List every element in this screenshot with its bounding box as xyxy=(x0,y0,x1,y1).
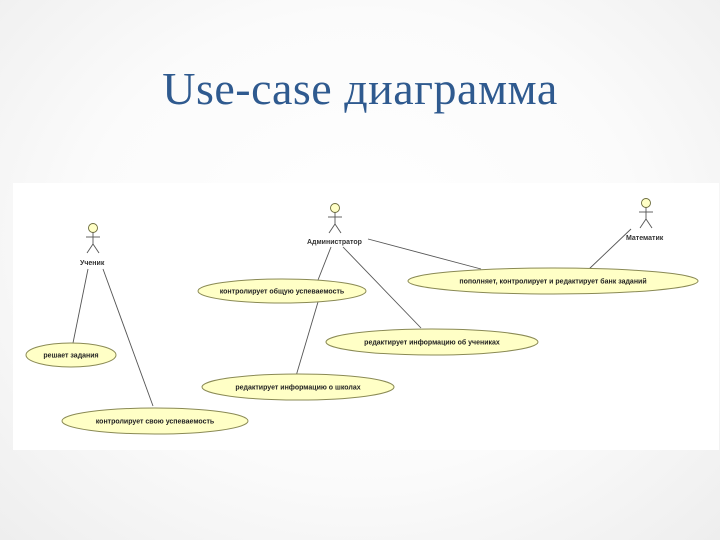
actor-leg-left xyxy=(328,223,336,234)
use-case-general-progress: контролирует общую успеваемость xyxy=(197,278,367,304)
link-admin-edit-schools xyxy=(295,301,319,377)
use-case-task-bank: пополняет, контролирует и редактирует ба… xyxy=(407,267,699,295)
slide-title: Use-case диаграмма xyxy=(162,63,558,114)
use-case-ellipse xyxy=(25,342,117,368)
link-admin-task-bank xyxy=(367,238,482,270)
use-case-ellipse xyxy=(201,373,395,401)
use-case-ellipse xyxy=(407,267,699,295)
use-case-edit-students: редактирует информацию об учениках xyxy=(325,328,539,356)
actor-math: Математик xyxy=(626,198,664,242)
link-math-task-bank xyxy=(587,228,632,271)
diagram-canvas: Ученик Администратор Математик решает за… xyxy=(25,198,699,435)
use-case-ellipse xyxy=(61,407,249,435)
link-admin-general-progress xyxy=(317,246,332,281)
use-case-solve: решает задания xyxy=(25,342,117,368)
use-case-diagram: Ученик Администратор Математик решает за… xyxy=(13,183,719,450)
link-student-solve xyxy=(72,268,89,344)
use-case-edit-schools: редактирует информацию о школах xyxy=(201,373,395,401)
actor-head-icon xyxy=(330,203,340,213)
actor-leg-left xyxy=(639,218,647,229)
use-case-label: контролирует свою успеваемость xyxy=(96,419,215,426)
use-case-label: редактирует информацию о школах xyxy=(235,385,360,392)
actor-leg-right xyxy=(334,223,342,234)
actor-leg-left xyxy=(86,243,94,254)
use-case-label: контролирует общую успеваемость xyxy=(220,288,345,296)
actor-admin: Администратор xyxy=(307,203,362,246)
link-student-own-progress xyxy=(102,268,154,407)
use-case-label: пополняет, контролирует и редактирует ба… xyxy=(459,278,646,286)
use-case-own-progress: контролирует свою успеваемость xyxy=(61,407,249,435)
actor-head-icon xyxy=(641,198,651,208)
actor-label-student: Ученик xyxy=(80,260,105,267)
actor-student: Ученик xyxy=(80,223,105,267)
actor-leg-right xyxy=(645,218,653,229)
use-case-label: редактирует информацию об учениках xyxy=(364,339,500,347)
actor-head-icon xyxy=(88,223,98,233)
actor-label-math: Математик xyxy=(626,235,664,242)
use-case-ellipse xyxy=(325,328,539,356)
use-case-label: решает задания xyxy=(43,353,98,360)
link-admin-edit-students xyxy=(342,246,422,329)
use-case-ellipse xyxy=(197,278,367,304)
actor-label-admin: Администратор xyxy=(307,239,362,246)
actor-leg-right xyxy=(92,243,100,254)
